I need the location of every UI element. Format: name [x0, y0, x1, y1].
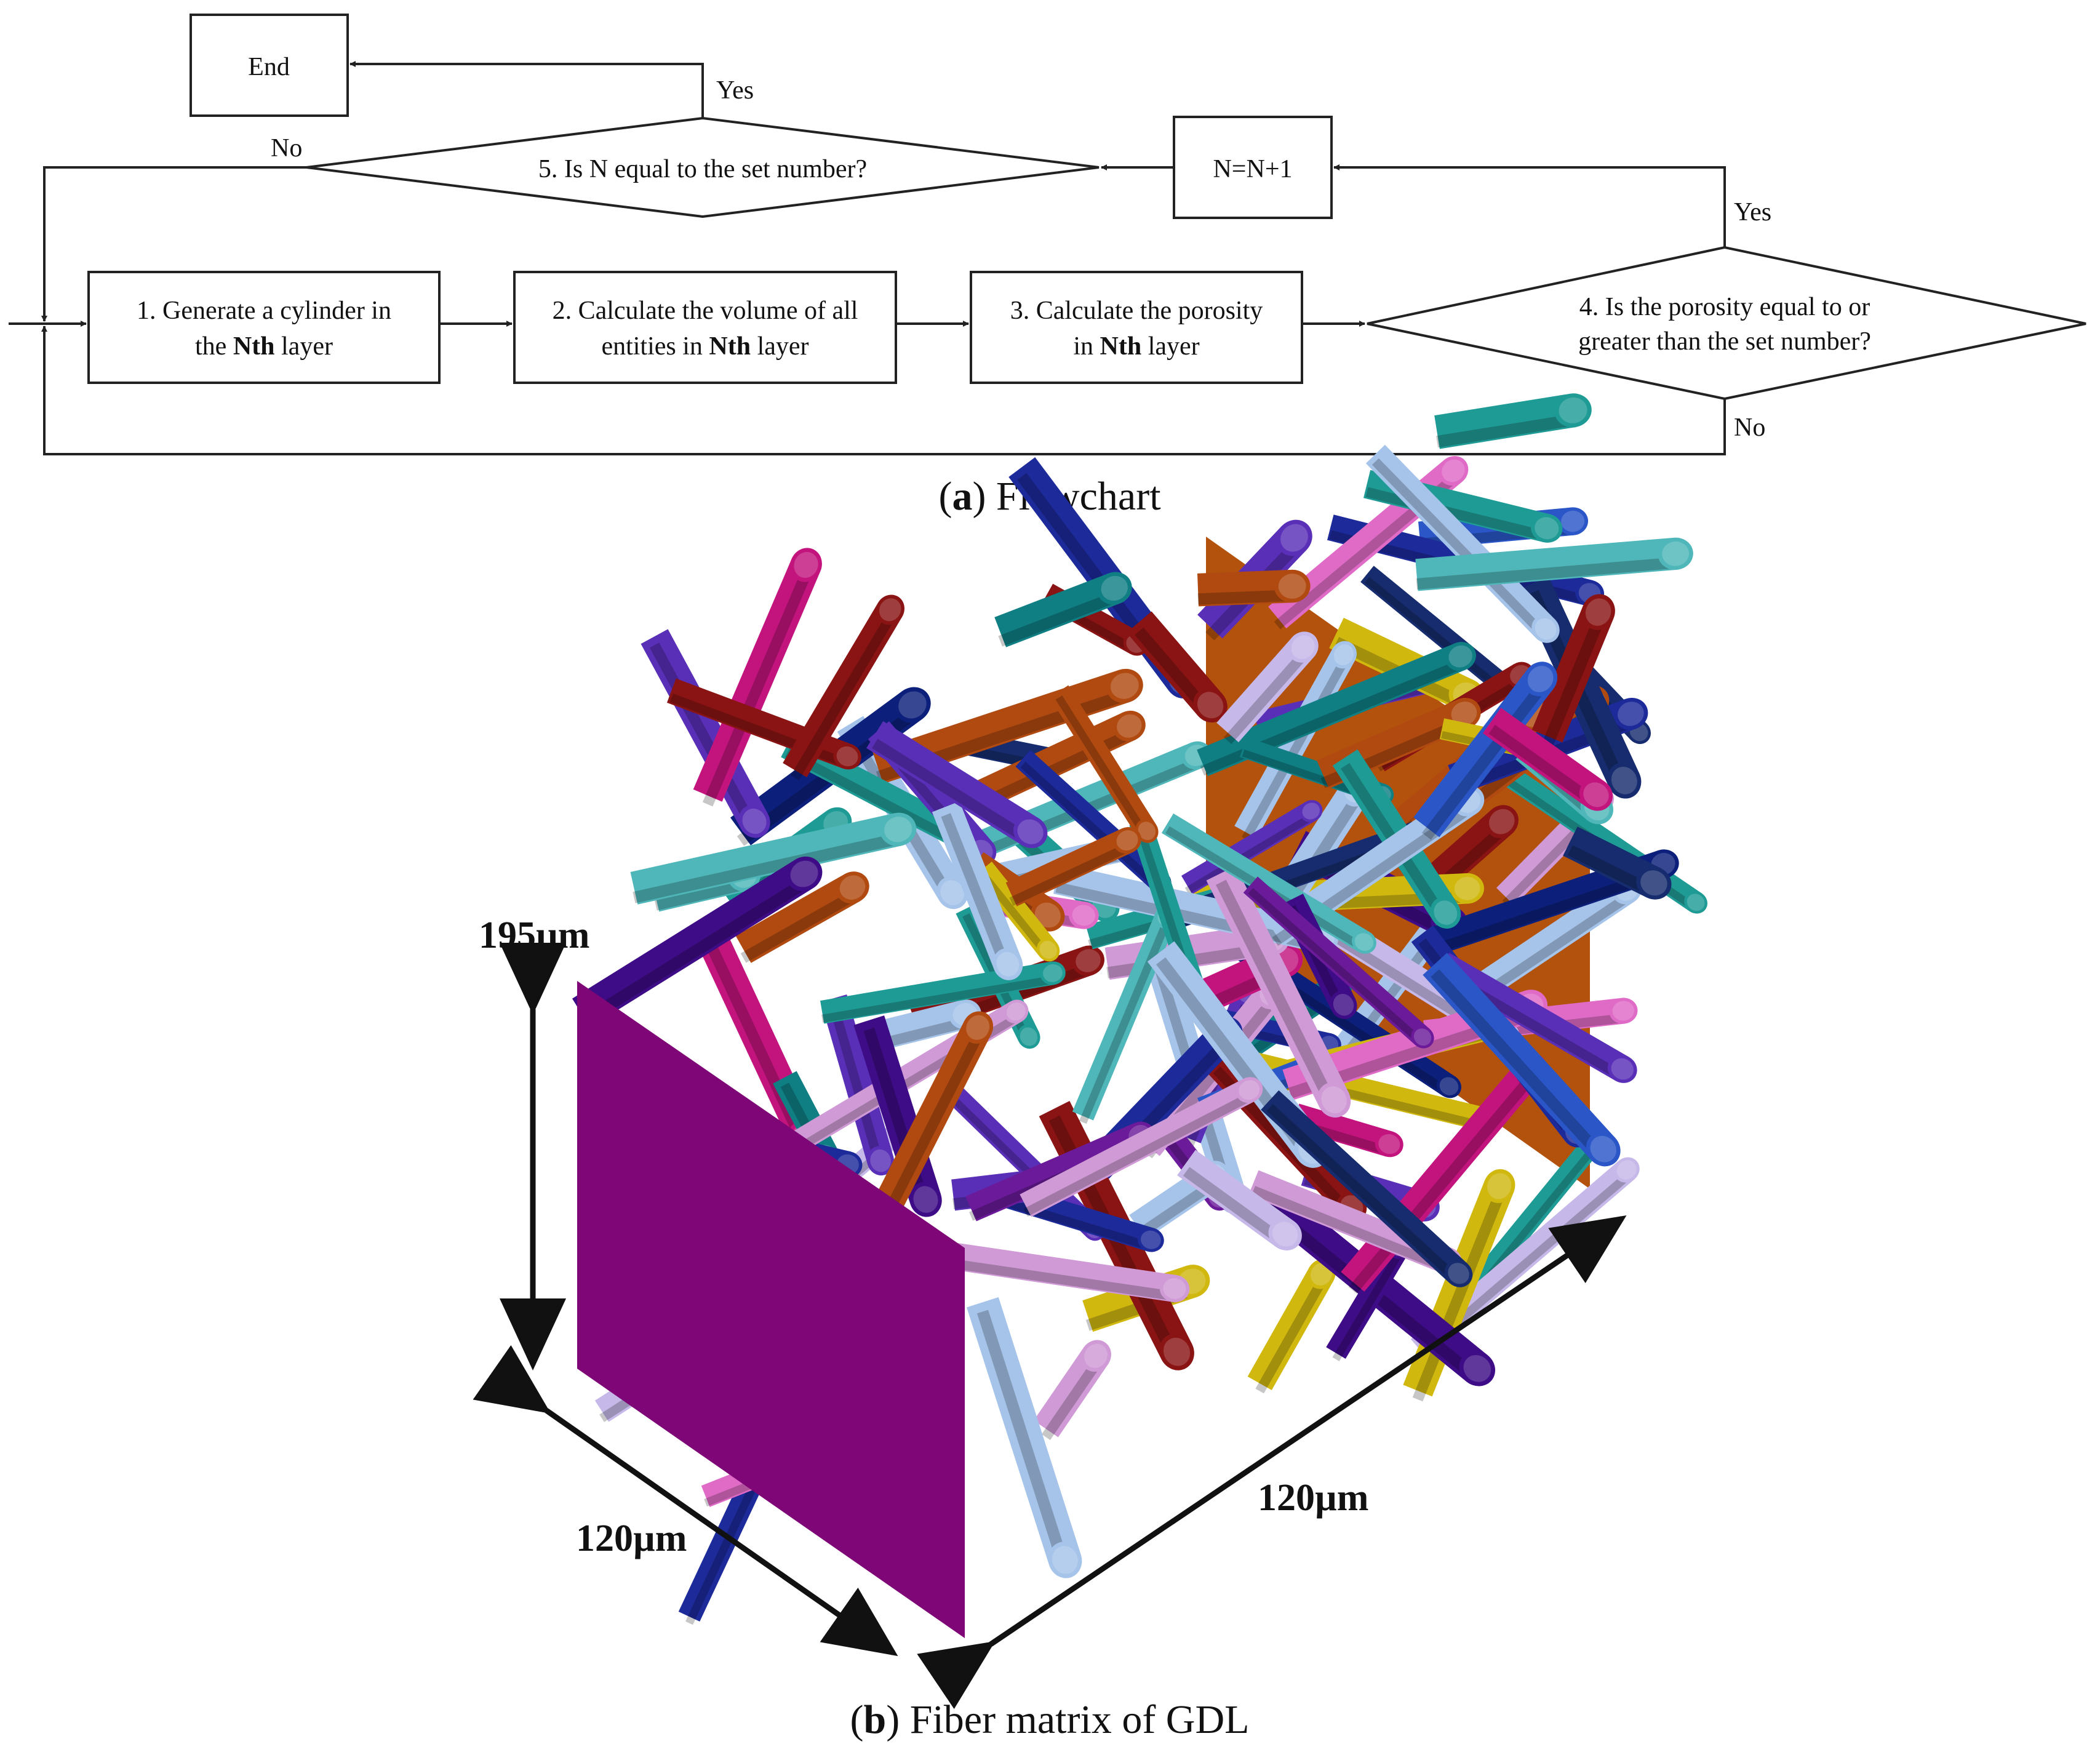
yes-label-4: Yes — [1734, 198, 1771, 226]
fiber — [572, 856, 823, 1028]
fiber — [1413, 662, 1558, 840]
fiber — [1197, 569, 1311, 607]
yes-label-5: Yes — [716, 76, 754, 105]
arrow-4-no — [41, 326, 1726, 455]
depth-front-arrow — [473, 1345, 898, 1657]
fiber — [946, 1242, 1190, 1303]
length-arrow — [917, 1215, 1627, 1710]
fiber — [735, 871, 869, 963]
fiber — [1423, 953, 1621, 1167]
fiber — [820, 961, 1066, 1024]
decision-5-text: 5. Is N equal to the set number? — [538, 155, 867, 183]
arrow-4-yes — [1333, 164, 1726, 247]
step-1-box — [87, 271, 441, 384]
fiber — [1181, 800, 1323, 895]
fiber — [1563, 826, 1672, 900]
dimension-annotations: 195µm 120µm 120µm — [473, 914, 1627, 1710]
fiber — [1127, 611, 1228, 722]
fiber — [783, 594, 904, 781]
fiber — [1234, 641, 1357, 842]
fiber — [866, 721, 1048, 849]
no-label-5: No — [271, 134, 302, 162]
fiber — [994, 572, 1132, 647]
fiber — [1049, 685, 1159, 843]
step-2-box — [513, 271, 897, 384]
fiber — [1216, 631, 1319, 745]
fiber — [693, 548, 822, 807]
length-label: 120µm — [1258, 1477, 1368, 1519]
fiber — [1247, 1259, 1336, 1394]
arrow-5-no — [41, 166, 306, 322]
fiber — [1243, 876, 1434, 1049]
fiber — [1005, 827, 1142, 906]
end-box — [190, 14, 349, 117]
step-2-line2: entities in Nth layer — [601, 332, 808, 361]
depth-front-label: 120µm — [576, 1518, 687, 1559]
fiber — [1415, 537, 1693, 591]
fiber — [1434, 393, 1592, 449]
decision-5-diamond — [306, 116, 1100, 218]
fiber — [1034, 1340, 1111, 1441]
decision-4-line1: 4. Is the porosity equal to or — [1579, 293, 1870, 321]
fiber — [932, 801, 1023, 980]
height-label: 195µm — [479, 914, 589, 956]
fiber — [1482, 708, 1613, 811]
step-3-line1: 3. Calculate the porosity — [1010, 297, 1263, 325]
fiber — [1365, 444, 1560, 643]
fiber — [641, 629, 770, 838]
fiber-matrix — [572, 393, 1707, 1638]
fiber — [821, 994, 895, 1176]
step-3-box — [970, 271, 1303, 384]
caption-b: (b) Fiber matrix of GDL — [850, 1697, 1250, 1742]
no-label-4: No — [1734, 414, 1765, 442]
fiber — [967, 1297, 1082, 1578]
fiber — [630, 812, 917, 905]
step-2-line1: 2. Calculate the volume of all — [553, 297, 858, 325]
step-1-line1: 1. Generate a cylinder in — [137, 297, 391, 325]
fiber — [1206, 866, 1351, 1118]
fiber — [974, 862, 1060, 962]
step-1-line2: the Nth layer — [195, 332, 333, 361]
arrow-5-yes — [349, 61, 704, 118]
end-label: End — [248, 53, 290, 81]
fiber — [1020, 1077, 1263, 1217]
decision-4-diamond — [1367, 246, 2086, 401]
step-3-line2: in Nth layer — [1073, 332, 1199, 361]
fiber — [1531, 594, 1615, 748]
flowchart: End 5. Is N equal to the set number? N=N… — [9, 14, 2086, 455]
increment-label: N=N+1 — [1213, 155, 1292, 183]
decision-4-line2: greater than the set number? — [1578, 327, 1871, 356]
